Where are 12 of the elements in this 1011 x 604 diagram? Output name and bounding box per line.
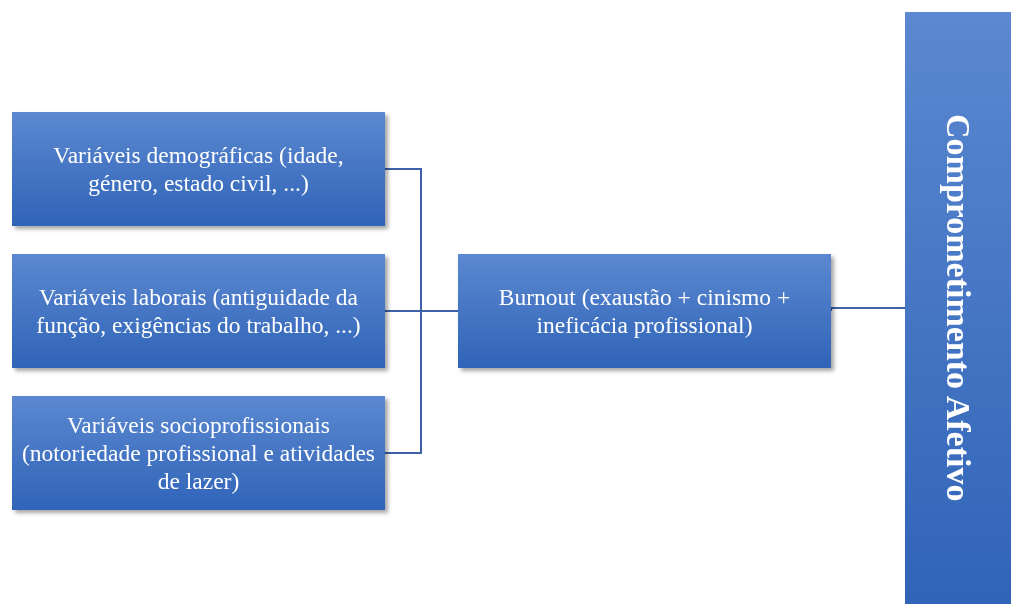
connector-line [830,307,906,312]
box-label: Burnout (exaustão + cinismo + ineficácia profissional) [497,282,792,340]
box-label: Comprometimento Afetivo [939,114,979,502]
box-label: Variáveis laborais (antiguidade da função, exigências do trabalho, ...) [35,282,362,340]
vertical-bar [905,12,1011,604]
process-box [12,254,385,368]
process-box [458,254,831,368]
connector-line [384,310,459,454]
process-box [12,396,385,510]
box-label: Variáveis socioprofissionais (notoriedade profissional e atividades de lazer) [20,410,376,496]
box-label: Variáveis demográficas (idade, género, estado civil, ...) [52,140,345,198]
process-box [12,112,385,226]
